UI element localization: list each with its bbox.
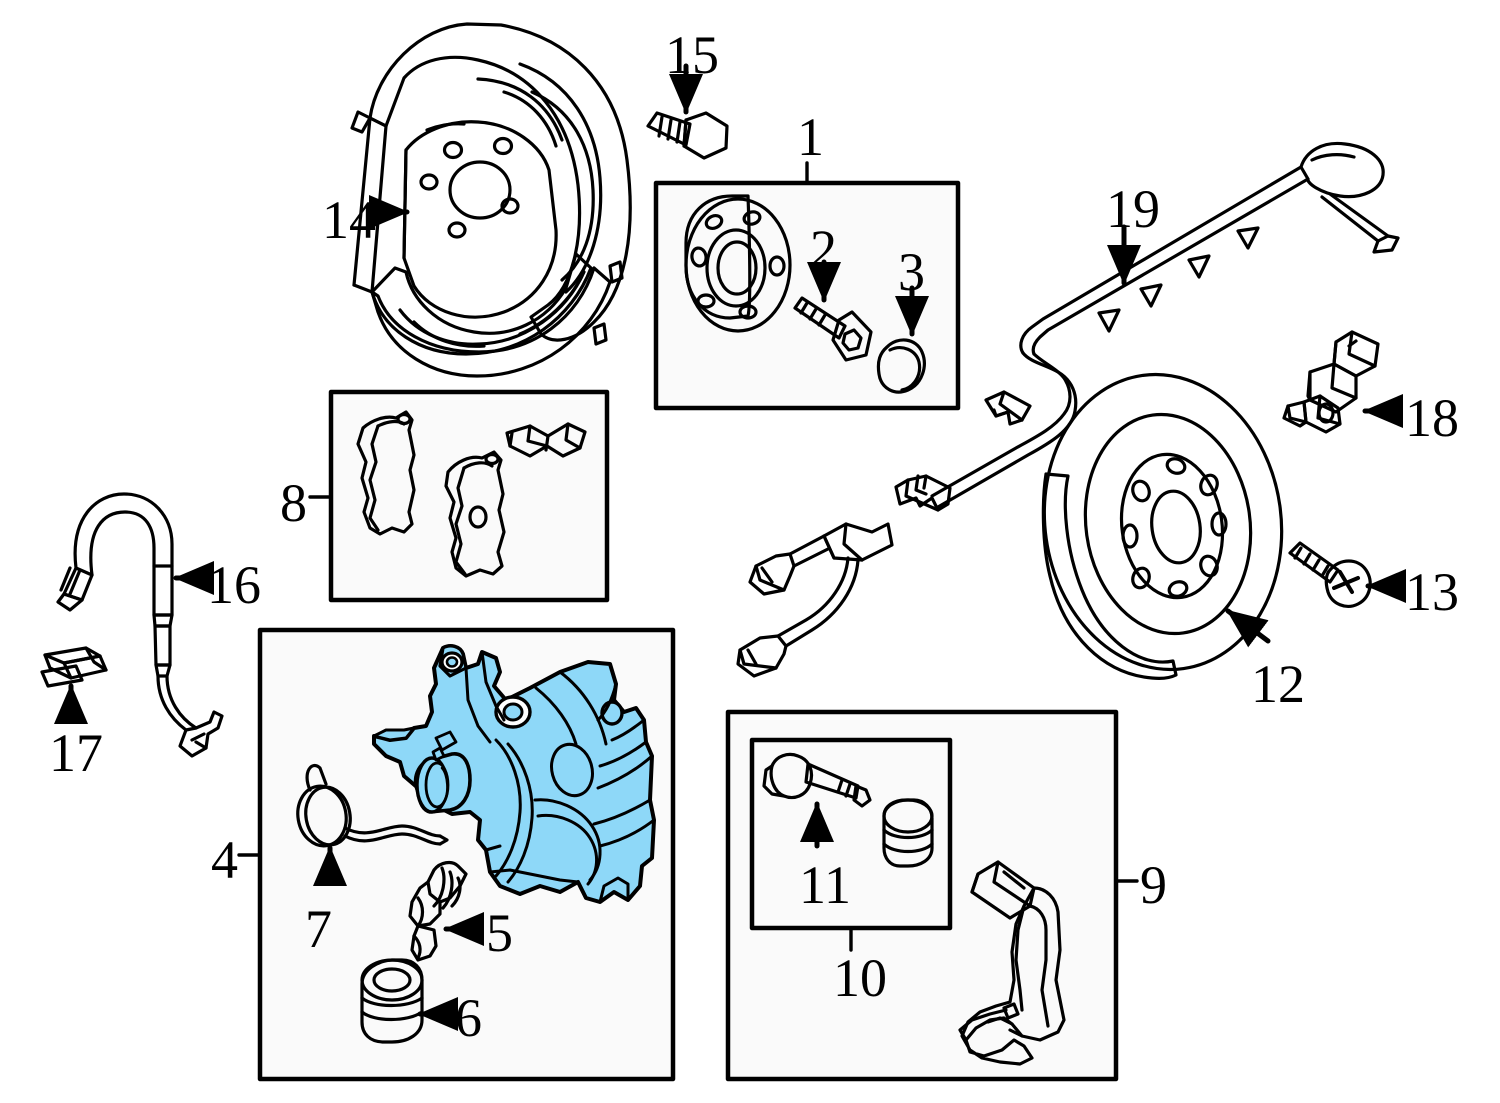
callout-number-15: 15 [665, 25, 719, 85]
callout-number-4: 4 [211, 830, 238, 890]
hub-bolt-drawing [793, 296, 873, 362]
abs-wiring-harness-drawing [736, 141, 1400, 678]
brake-pad-right-drawing [444, 450, 506, 578]
group-box-10 [749, 737, 953, 952]
wheel-hub-drawing [684, 194, 792, 333]
callout-number-13: 13 [1405, 562, 1459, 622]
callout-number-11: 11 [799, 855, 851, 915]
callout-12-arrow [1225, 608, 1271, 648]
caliper-spring-clip-drawing [296, 763, 449, 848]
bracket-bushing-drawing [882, 798, 934, 868]
caliper-bushing-drawing [360, 958, 424, 1044]
callout-number-5: 5 [486, 903, 513, 963]
callout-number-10: 10 [833, 948, 887, 1008]
brake-pad-left-drawing [356, 410, 416, 536]
callout-number-2: 2 [810, 219, 837, 279]
brake-dust-shield-drawing [350, 22, 632, 378]
callout-number-8: 8 [280, 473, 307, 533]
callout-number-19: 19 [1106, 179, 1160, 239]
callout-number-16: 16 [207, 555, 261, 615]
callout-number-17: 17 [49, 723, 103, 783]
callout-number-12: 12 [1251, 654, 1305, 714]
callout-number-3: 3 [898, 242, 925, 302]
brake-disc-rotor-drawing [1041, 372, 1284, 680]
callout-number-7: 7 [305, 899, 332, 959]
brake-pad-shim-clip-drawing [505, 422, 587, 458]
callout-number-1: 1 [797, 107, 824, 167]
brake-caliper-drawing [372, 644, 656, 904]
callout-number-14: 14 [322, 190, 376, 250]
caliper-guide-pin-drawing [408, 860, 468, 962]
callout-number-9: 9 [1140, 855, 1167, 915]
callout-number-18: 18 [1405, 388, 1459, 448]
dust-shield-bolt-drawing [646, 111, 729, 160]
hose-retaining-clip-drawing [40, 646, 108, 688]
caliper-bracket-drawing [958, 860, 1066, 1066]
bracket-bolt-drawing [762, 752, 872, 808]
rotor-retaining-screw-drawing [1288, 541, 1372, 608]
hub-cap-plug-drawing [876, 338, 926, 394]
brake-hose-drawing [56, 492, 224, 758]
callout-number-6: 6 [455, 988, 482, 1048]
abs-wheel-speed-sensor-drawing [1282, 330, 1380, 434]
